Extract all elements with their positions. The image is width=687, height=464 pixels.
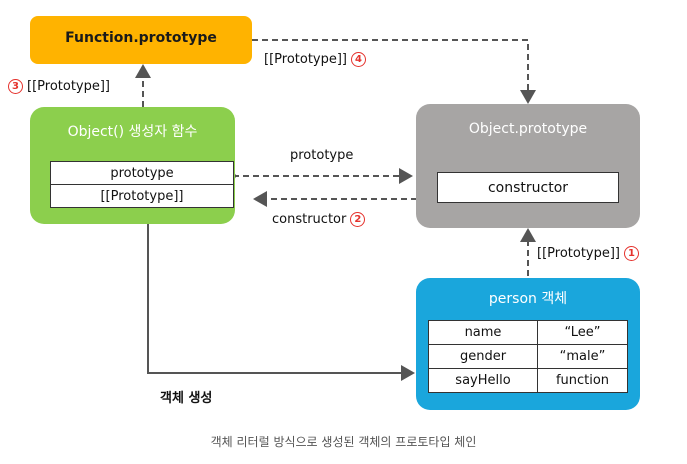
edge-constructor-label: constructor 2: [272, 212, 366, 227]
figure-caption: 객체 리터럴 방식으로 생성된 객체의 프로토타입 체인: [210, 435, 477, 449]
edge-proto4-text: [[Prototype]]: [264, 52, 348, 67]
function-prototype-title: Function.prototype: [65, 30, 217, 46]
edge-proto3-text: [[Prototype]]: [27, 79, 111, 94]
object-constructor-node: Object() 생성자 함수 prototype [[Prototype]]: [30, 107, 235, 224]
table-row: gender “male”: [428, 344, 628, 369]
object-constructor-title: Object() 생성자 함수: [67, 124, 198, 140]
property-value: “Lee”: [537, 320, 628, 345]
person-properties-table: name “Lee” gender “male” sayHello functi…: [428, 320, 628, 393]
badge-4: 4: [351, 52, 367, 67]
edge-proto4-line: [252, 39, 536, 104]
edge-prototype-label: prototype: [290, 148, 353, 163]
edge-create-text: 객체 생성: [160, 391, 213, 406]
object-prototype-constructor-slot: constructor: [437, 172, 619, 203]
table-row: name “Lee”: [428, 320, 628, 345]
badge-2: 2: [350, 212, 366, 227]
badge-3: 3: [8, 79, 23, 94]
edge-proto1-text: [[Prototype]]: [537, 246, 621, 261]
edge-create-label: 객체 생성: [160, 387, 212, 406]
function-prototype-node: Function.prototype: [30, 16, 252, 64]
property-value: function: [537, 368, 628, 393]
object-constructor-prototype-slot: prototype: [50, 161, 234, 185]
badge-1: 1: [624, 246, 640, 261]
object-prototype-title: Object.prototype: [468, 121, 588, 137]
object-prototype-node: Object.prototype constructor: [416, 104, 640, 228]
property-key: name: [428, 320, 538, 345]
edge-proto1-label: [[Prototype]] 1: [537, 246, 640, 261]
edge-constructor-text: constructor: [272, 212, 347, 227]
property-value: “male”: [537, 344, 628, 369]
property-key: gender: [428, 344, 538, 369]
edge-proto3-label: 3 [[Prototype]]: [8, 79, 110, 94]
edge-create-line: [147, 224, 415, 381]
object-constructor-proto-slot: [[Prototype]]: [50, 184, 234, 208]
person-node: person 객체 name “Lee” gender “male” sayHe…: [416, 278, 640, 410]
property-key: sayHello: [428, 368, 538, 393]
person-title: person 객체: [488, 291, 568, 307]
table-row: sayHello function: [428, 368, 628, 393]
edge-prototype-text: prototype: [290, 148, 354, 163]
edge-proto4-label: [[Prototype]] 4: [264, 52, 367, 67]
